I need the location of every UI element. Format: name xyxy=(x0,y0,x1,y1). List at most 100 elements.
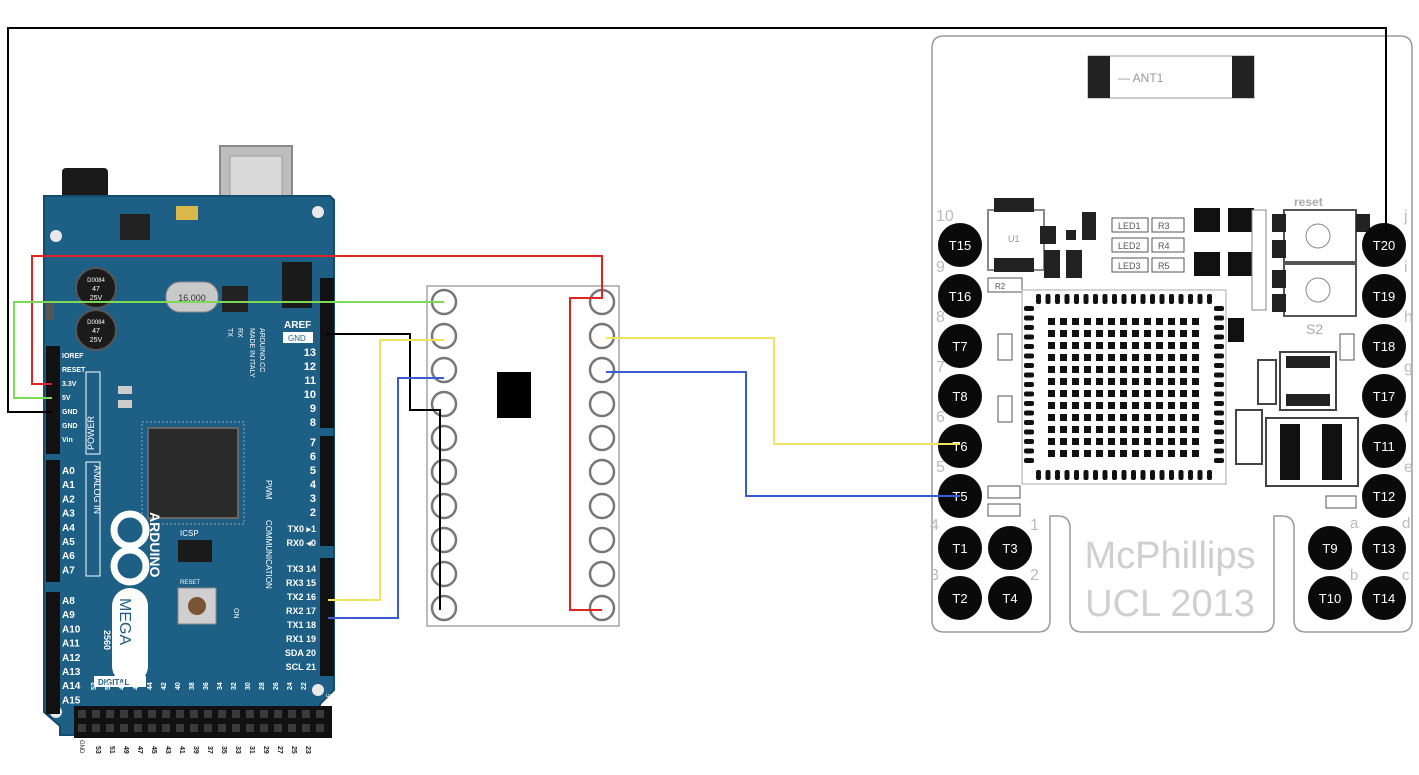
mcu-ball xyxy=(1132,426,1139,433)
mcu-ball xyxy=(1060,318,1067,325)
mcu-ball xyxy=(1132,390,1139,397)
digital-pin-number: 34 xyxy=(217,682,224,690)
mcu-ball xyxy=(1120,378,1127,385)
atmega2560-chip xyxy=(147,427,239,519)
mcu-ball xyxy=(1096,378,1103,385)
svg-text:GND: GND xyxy=(78,740,84,754)
mcu-ball xyxy=(1084,378,1091,385)
digital-pin-number: 33 xyxy=(234,746,241,754)
pwm-pin-label: 6 xyxy=(310,451,316,463)
digital-pin-number: 26 xyxy=(273,682,280,690)
breakout-pin-left xyxy=(430,594,458,622)
analog-in-label: ANALOG IN xyxy=(92,465,102,514)
mcu-lead xyxy=(1214,458,1224,463)
comm-pin-label: RX0 ◂0 xyxy=(286,538,316,548)
mcu-lead xyxy=(1159,294,1165,304)
mcu-ball xyxy=(1144,402,1151,409)
breakout-pin-left xyxy=(430,424,458,452)
digital-pin-number: 35 xyxy=(220,746,227,754)
test-pad-label: T2 xyxy=(952,591,967,606)
mcu-lead xyxy=(1214,306,1224,311)
analog-pin-label: A8 xyxy=(62,596,75,607)
mcu-ball xyxy=(1108,342,1115,349)
led xyxy=(1111,237,1149,253)
mcu-lead xyxy=(1214,353,1224,359)
mcu-ball xyxy=(1108,426,1115,433)
digital-pin-number: 32 xyxy=(231,682,238,690)
test-pad xyxy=(938,274,982,318)
pad-letter: b xyxy=(1350,567,1358,584)
resistor xyxy=(1151,237,1185,253)
header-pin xyxy=(162,724,170,732)
analog-pin-label: A2 xyxy=(62,494,75,505)
pwm-pin-label: 5 xyxy=(310,465,316,477)
mcu-ball xyxy=(1168,402,1175,409)
svg-text:S2: S2 xyxy=(1306,321,1323,337)
mcu-ball xyxy=(1132,354,1139,361)
pad-letter: d xyxy=(1402,515,1410,532)
breakout-pin-right xyxy=(588,492,616,520)
pad-letter: e xyxy=(1404,459,1413,476)
mcu-lead xyxy=(1055,470,1060,480)
header-pin xyxy=(232,724,240,732)
analog-pin-label: A5 xyxy=(62,537,75,548)
mcu-ball xyxy=(1108,366,1115,373)
svg-text:ICSP: ICSP xyxy=(180,529,199,538)
mcu-lead xyxy=(1214,448,1224,454)
mcu-ball xyxy=(1168,378,1175,385)
mcu-lead xyxy=(1214,372,1224,378)
power-header xyxy=(46,346,60,454)
power-pin-label: IOREF xyxy=(62,353,84,360)
resistor xyxy=(1151,257,1185,273)
mcu-ball xyxy=(1120,414,1127,421)
test-pad xyxy=(1308,576,1352,620)
test-pad xyxy=(938,526,982,570)
mcu-ball xyxy=(1156,450,1163,457)
analog-pin-label: A13 xyxy=(62,667,81,678)
analog-header-2 xyxy=(46,592,60,714)
comm-pin-label: RX1 19 xyxy=(286,634,316,644)
test-pad-label: T20 xyxy=(1373,238,1395,253)
digital-pin-number: 47 xyxy=(136,746,143,754)
mcu-ball xyxy=(1180,414,1187,421)
mcu-lead xyxy=(1055,294,1060,304)
svg-text:25V: 25V xyxy=(90,337,103,344)
digital-pin-number: 28 xyxy=(259,682,266,690)
mcu-ball xyxy=(1132,438,1139,445)
mcu-ball xyxy=(1120,366,1127,373)
mcu-ball xyxy=(1072,390,1079,397)
test-pad xyxy=(938,374,982,418)
mcu-ball xyxy=(1156,414,1163,421)
mcu-ball xyxy=(1180,390,1187,397)
mcu-lead xyxy=(1045,470,1051,480)
mcu-ball xyxy=(1048,318,1055,325)
mcu-ball xyxy=(1120,342,1127,349)
header-pin xyxy=(190,724,198,732)
mcu-lead xyxy=(1024,391,1034,397)
analog-pin-label: A15 xyxy=(62,695,81,706)
mcu-ball xyxy=(1192,366,1199,373)
mcu-ball xyxy=(1048,354,1055,361)
header-pin xyxy=(120,724,128,732)
mcu-ball xyxy=(1144,366,1151,373)
svg-text:RESET: RESET xyxy=(180,580,200,586)
breakout-pin-right xyxy=(588,322,616,350)
mcu-lead xyxy=(1207,470,1212,480)
mcu-ball xyxy=(1192,426,1199,433)
pwm-label: PWM xyxy=(264,480,273,500)
analog-pin-label: A3 xyxy=(62,509,75,520)
header-pin xyxy=(232,710,240,718)
mcu-lead xyxy=(1159,470,1165,480)
svg-text:GND: GND xyxy=(288,334,306,343)
digital-pin-number: 38 xyxy=(189,682,196,690)
test-pad-label: T9 xyxy=(1322,541,1337,556)
mcu-ball xyxy=(1060,402,1067,409)
pad-letter: g xyxy=(1404,359,1413,376)
mcu-lead xyxy=(1036,470,1041,480)
mcu-ball xyxy=(1144,318,1151,325)
mcu-ball xyxy=(1048,450,1055,457)
mcu-lead xyxy=(1188,470,1193,480)
